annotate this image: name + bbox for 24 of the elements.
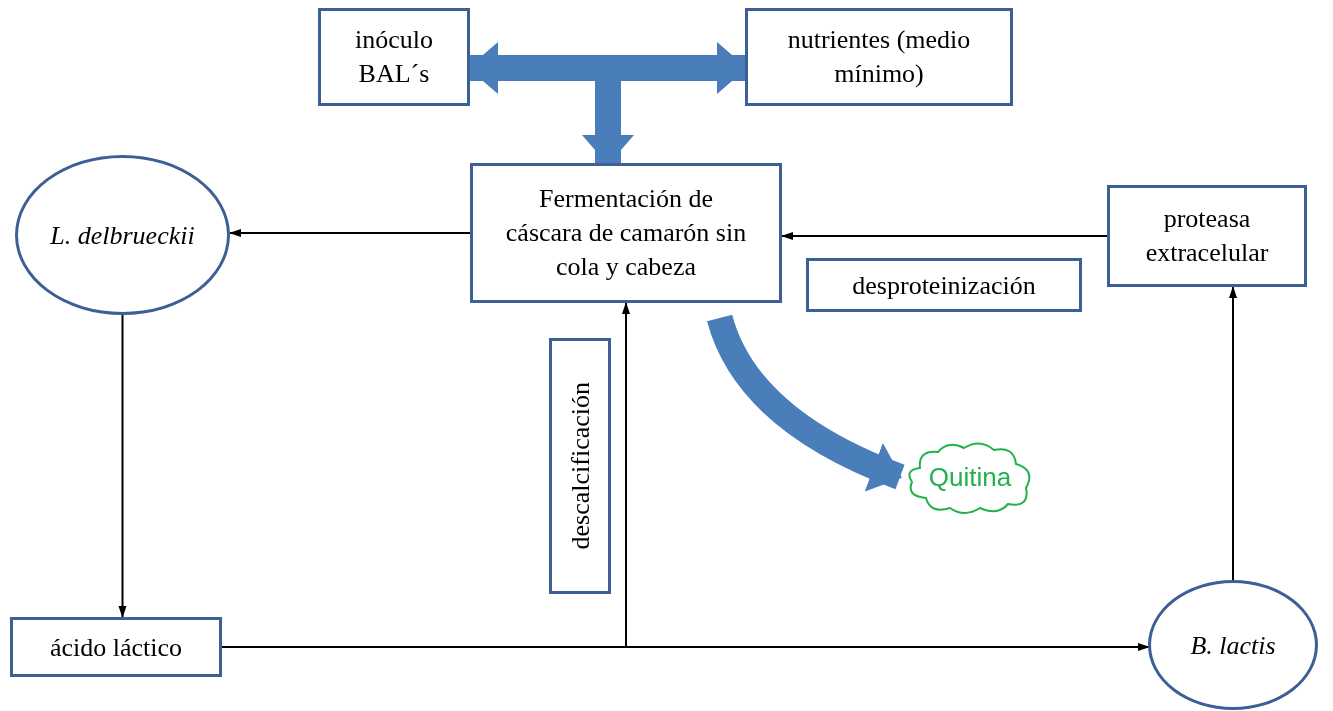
process-box (470, 163, 782, 303)
arrow (1229, 286, 1237, 581)
block-arrow (707, 314, 905, 491)
process-box (1107, 185, 1307, 287)
node-text: L. delbrueckii (50, 219, 195, 252)
arrow (781, 232, 1108, 240)
node-text: ácido láctico (49, 631, 183, 664)
process-box (318, 8, 470, 106)
node-text: descalcificación (564, 382, 596, 550)
node-text: inóculo BAL´s (354, 24, 434, 90)
node-text: Fermentación de cáscara de camarón sin cola y cabeza (504, 183, 748, 283)
block-arrow (608, 42, 747, 94)
process-box (745, 8, 1013, 106)
node-text: Quitina (928, 460, 1012, 494)
process-box (10, 617, 222, 677)
node-text: B. lactis (1190, 629, 1276, 662)
node-text: desproteinización (852, 269, 1036, 302)
node-text: nutrientes (medio mínimo) (786, 24, 972, 90)
node-text: proteasa extracelular (1144, 203, 1270, 269)
arrow (118, 314, 127, 618)
arrow (229, 229, 471, 237)
block-arrow (468, 42, 608, 94)
process-box (549, 338, 611, 594)
process-box (806, 258, 1082, 312)
